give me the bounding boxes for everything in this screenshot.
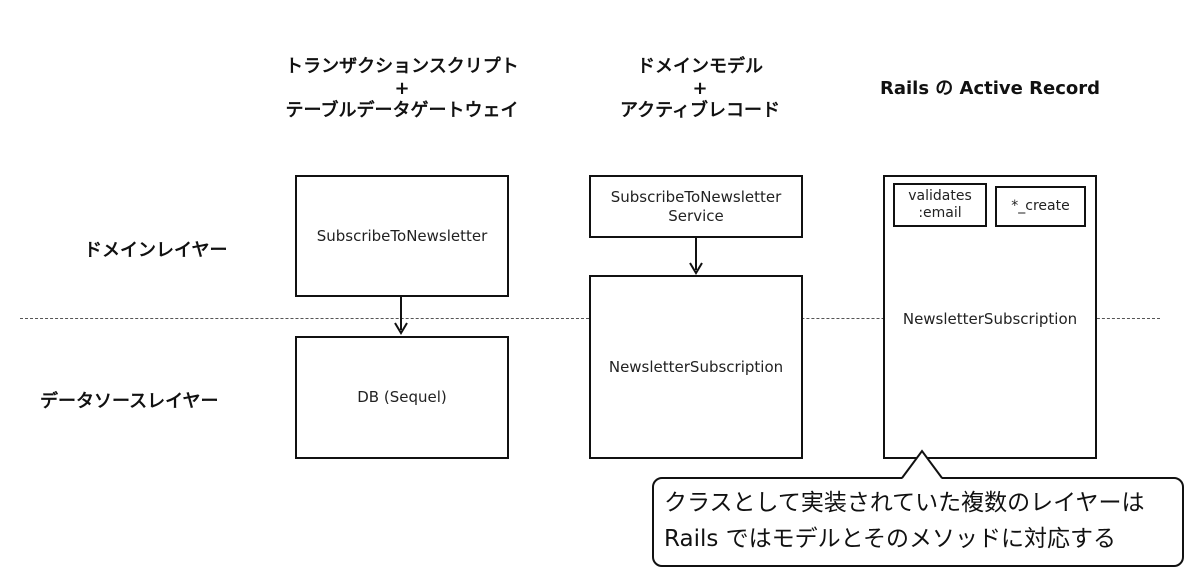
validates-email-box: validates :email	[893, 183, 987, 227]
column-3-header: Rails の Active Record	[870, 78, 1110, 100]
db-sequel-label: DB (Sequel)	[357, 388, 447, 406]
newsletter-subscription-model-label: NewsletterSubscription	[608, 357, 784, 376]
subscribe-service-label-line-2: Service	[668, 206, 724, 225]
callout-pointer	[901, 449, 943, 479]
newsletter-subscription-model-box: NewsletterSubscription	[589, 275, 803, 459]
datasource-layer-label: データソースレイヤー	[40, 391, 219, 412]
column-1-header-line-1: トランザクションスクリプト	[285, 56, 519, 77]
callout-line-2: Rails ではモデルとそのメソッドに対応する	[664, 526, 1116, 552]
rails-model-label: NewsletterSubscription	[902, 310, 1078, 328]
create-callbacks-label: *_create	[1011, 198, 1070, 214]
create-callbacks-box: *_create	[995, 186, 1086, 227]
subscribe-service-label-line-1: SubscribeToNewsletter	[610, 187, 782, 206]
column-3-header-line-1: Rails の Active Record	[879, 78, 1101, 99]
validates-email-line-2: :email	[918, 205, 962, 221]
column-1-header-line-3: テーブルデータゲートウェイ	[285, 100, 519, 121]
column-2-header-line-1: ドメインモデル	[637, 56, 763, 77]
subscribe-to-newsletter-box: SubscribeToNewsletter	[295, 175, 509, 297]
db-sequel-box: DB (Sequel)	[295, 336, 509, 459]
validates-email-line-1: validates	[908, 188, 972, 204]
domain-layer-label: ドメインレイヤー	[84, 240, 228, 261]
subscribe-service-box: SubscribeToNewsletter Service	[589, 175, 803, 238]
column-2-header-line-2: +	[692, 78, 708, 99]
column-1-header: トランザクションスクリプト + テーブルデータゲートウェイ	[262, 56, 542, 122]
column-2-header: ドメインモデル + アクティブレコード	[590, 56, 810, 122]
subscribe-to-newsletter-label: SubscribeToNewsletter	[316, 226, 488, 245]
callout-line-1: クラスとして実装されていた複数のレイヤーは	[664, 490, 1145, 516]
arrow-service-to-model	[689, 238, 703, 275]
callout-bubble: クラスとして実装されていた複数のレイヤーは Rails ではモデルとそのメソッド…	[652, 477, 1184, 567]
column-1-header-line-2: +	[394, 78, 410, 99]
arrow-domain-to-db	[394, 297, 408, 335]
column-2-header-line-3: アクティブレコード	[619, 100, 781, 121]
